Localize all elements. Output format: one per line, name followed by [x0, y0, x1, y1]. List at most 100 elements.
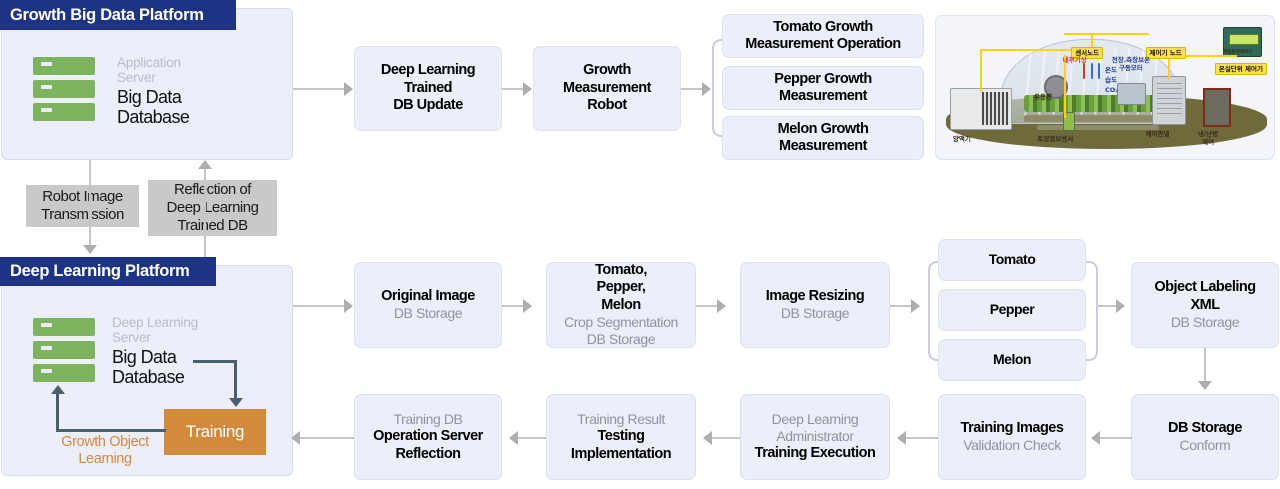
bracket-measurement-group: [712, 39, 724, 137]
connector-trained-db-to-robot: [502, 88, 526, 90]
deep-learning-trained-db-update-strong: Deep Learning Trained DB Update: [380, 62, 476, 114]
training-execution-light: Deep Learning Administrator: [771, 411, 859, 445]
ceiling-side-window-motor: [1116, 83, 1146, 106]
network-line-top-h: [979, 48, 1072, 51]
soil-sensor-label: 토양정보센서: [1037, 134, 1074, 143]
connector-deep-panel-to-original-image: [293, 305, 346, 307]
connector-robot-to-measurement-group: [681, 88, 705, 90]
network-line-controller-h: [1148, 54, 1237, 57]
bracket-crop-group-left: [928, 261, 940, 361]
arrow-to-deep-learning-platform-training: [291, 431, 300, 445]
arrow-to-deep-learning-trained-db-update: [344, 82, 353, 96]
arrow-to-growth-measurement-robot: [523, 82, 532, 96]
arrow-to-object-labeling: [1116, 299, 1125, 313]
thermometer-red: [1083, 63, 1086, 79]
network-line-mid-h: [1064, 33, 1149, 36]
connector-deep-to-growth-up: [204, 168, 206, 260]
arrow-to-image-resizing: [717, 299, 726, 313]
box-db-storage-conform[interactable]: DB Storage Conform: [1131, 394, 1279, 480]
box-tomato-growth-measurement-operation[interactable]: Tomato Growth Measurement Operation: [722, 14, 924, 58]
arrow-to-training-execution: [897, 431, 906, 445]
circulation-fan-icon: [1044, 74, 1069, 99]
connector-operation-server-to-deep-panel: [300, 437, 354, 439]
big-data-database-label: Big Data Database: [117, 87, 190, 127]
integrated-environment-controller: [1223, 27, 1263, 57]
growth-big-data-platform-title: Growth Big Data Platform: [0, 0, 236, 30]
tomato-growth-measurement-operation-strong: Tomato Growth Measurement Operation: [745, 18, 901, 53]
arrow-to-testing-implementation: [703, 431, 712, 445]
training-execution-strong: Training Execution: [754, 445, 876, 462]
arrow-up-to-growth-big-data-platform: [198, 160, 212, 169]
box-training-images-validation-check[interactable]: Training Images Validation Check: [938, 394, 1086, 480]
box-pepper-growth-measurement[interactable]: Pepper Growth Measurement: [722, 66, 924, 110]
greenhouse-bed-1: [1023, 114, 1166, 122]
box-training-result-testing-implementation[interactable]: Training Result Testing Implementation: [546, 394, 696, 480]
deep-learning-server-sublabel: Deep Learning Server: [112, 315, 198, 345]
server-rack-icon-deep-learning: [33, 318, 95, 382]
note-reflection-of-deep-learning-trained-db: Reflection of Deep Learning Trained DB: [148, 180, 277, 236]
crop-pepper-label: Pepper: [989, 301, 1035, 318]
arrow-to-crop-group: [911, 299, 920, 313]
box-melon-growth-measurement[interactable]: Melon Growth Measurement: [722, 116, 924, 160]
db-storage-conform-light: Conform: [1179, 437, 1231, 454]
connector-db-to-training-h: [193, 360, 237, 363]
control-panel-device: [1152, 76, 1187, 126]
arrow-to-db-storage-conform: [1198, 381, 1212, 390]
growth-big-data-platform-title-label: Growth Big Data Platform: [10, 5, 204, 24]
object-labeling-xml-strong: Object Labeling XML: [1154, 279, 1256, 313]
connector-segmentation-to-resizing: [696, 305, 720, 307]
reflection-trained-db-label: Reflection of Deep Learning Trained DB: [166, 181, 259, 234]
box-training-db-operation-server-reflection[interactable]: Training DB Operation Server Reflection: [354, 394, 502, 480]
connector-db-storage-to-training-images: [1100, 437, 1132, 439]
sensor-node-tag: 센서노드: [1071, 47, 1104, 60]
connector-execution-to-testing: [712, 437, 740, 439]
control-panel-label: 제어판넬: [1145, 130, 1170, 139]
image-resizing-strong: Image Resizing: [765, 287, 865, 304]
connector-original-to-segmentation: [502, 305, 526, 307]
application-server-sublabel: Application Server: [117, 55, 181, 85]
testing-implementation-strong: Testing Implementation: [570, 428, 672, 462]
co2-label: CO₂: [1105, 86, 1119, 95]
box-crop-pepper[interactable]: Pepper: [938, 289, 1086, 331]
growth-measurement-robot-strong: Growth Measurement Robot: [563, 62, 651, 114]
network-line-sensor-down: [1064, 54, 1067, 118]
db-storage-conform-strong: DB Storage: [1168, 419, 1242, 436]
pepper-growth-measurement-strong: Pepper Growth Measurement: [774, 70, 872, 105]
crop-tomato-label: Tomato: [988, 251, 1036, 268]
arrow-to-crop-segmentation: [523, 299, 532, 313]
connector-growth-panel-to-trained-db-update: [293, 88, 346, 90]
note-robot-image-transmission: Robot Image Transmission: [26, 185, 139, 227]
greenhouse-unit-controller-tag: 온실단위 제어기: [1214, 63, 1267, 76]
training-images-strong: Training Images: [960, 419, 1064, 436]
box-original-image-db-storage[interactable]: Original Image DB Storage: [354, 262, 502, 348]
operation-server-reflection-light: Training DB: [393, 411, 463, 427]
ceiling-motor-label: 천장.측창보온 구동모터: [1111, 56, 1151, 73]
box-crop-melon[interactable]: Melon: [938, 339, 1086, 381]
controller-node-tag: 제어기 노드: [1145, 47, 1186, 60]
greenhouse-bed-2: [1037, 124, 1160, 131]
hvac-control-photo: [1203, 87, 1231, 128]
network-line-top: [979, 48, 982, 92]
robot-image-transmission-label: Robot Image Transmission: [41, 188, 124, 223]
box-crop-segmentation-db-storage[interactable]: Tomato, Pepper, Melon Crop Segmentation …: [546, 262, 696, 348]
crop-segmentation-light: Crop Segmentation DB Storage: [564, 314, 678, 348]
arrow-down-to-deep-learning-platform: [83, 245, 97, 254]
training-images-light: Validation Check: [963, 437, 1061, 454]
box-growth-measurement-robot[interactable]: Growth Measurement Robot: [533, 46, 681, 131]
training-box[interactable]: Training: [164, 409, 266, 455]
growth-object-learning-label: Growth Object Learning: [61, 434, 149, 467]
image-resizing-light: DB Storage: [780, 305, 850, 322]
temperature-label: 온도: [1105, 66, 1117, 75]
circulation-fan-label: 유동팬: [1034, 93, 1052, 102]
box-deep-learning-administrator-training-execution[interactable]: Deep Learning Administrator Training Exe…: [740, 394, 890, 480]
box-image-resizing-db-storage[interactable]: Image Resizing DB Storage: [740, 262, 890, 348]
box-deep-learning-trained-db-update[interactable]: Deep Learning Trained DB Update: [354, 46, 502, 131]
connector-testing-to-operation-server: [518, 437, 546, 439]
connector-labeling-to-db-storage: [1204, 348, 1206, 384]
nutrient-supply-machine: [949, 87, 1013, 130]
box-crop-tomato[interactable]: Tomato: [938, 239, 1086, 281]
connector-training-images-to-execution: [906, 437, 938, 439]
thermometer-blue-1: [1091, 63, 1094, 79]
nutrient-machine-label: 양액기: [952, 134, 971, 143]
box-object-labeling-xml[interactable]: Object Labeling XML DB Storage: [1131, 262, 1279, 348]
